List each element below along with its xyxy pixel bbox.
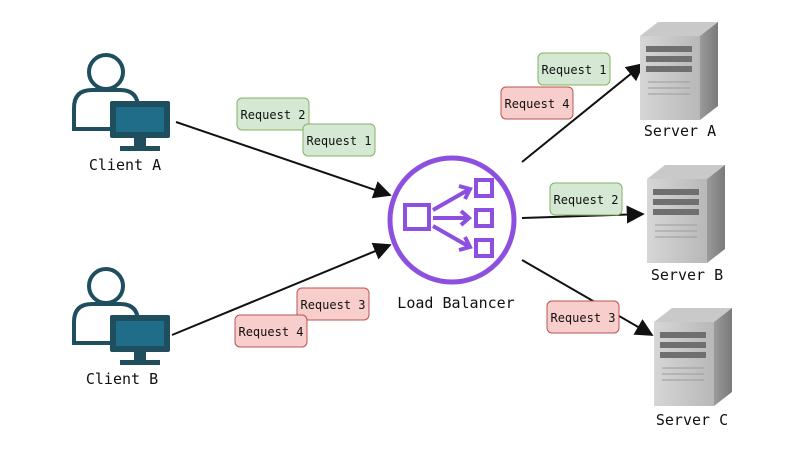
request-tag: Request 2 (549, 182, 623, 216)
request-tag-label: Request 4 (504, 97, 569, 111)
request-tag-label: Request 1 (306, 134, 371, 148)
request-tag: Request 2 (236, 97, 310, 131)
request-tag-label: Request 4 (238, 325, 303, 339)
server-b-label: Server B (651, 266, 723, 284)
request-tag: Request 1 (537, 52, 611, 86)
server-c-label: Server C (656, 411, 728, 429)
server-c (654, 308, 732, 406)
server-a (640, 22, 718, 120)
monitor-icon (110, 101, 170, 151)
arrow-client-a-to-balancer (175, 121, 392, 199)
request-tag-label: Request 1 (541, 63, 606, 77)
request-tag: Request 4 (500, 86, 574, 120)
user-icon (72, 267, 140, 345)
server-b (647, 165, 725, 263)
client-b (72, 267, 170, 365)
request-tag-label: Request 2 (553, 193, 618, 207)
server-a-label: Server A (644, 122, 716, 140)
request-tag: Request 4 (234, 314, 308, 348)
client-a-label: Client A (89, 156, 161, 174)
server-icon (647, 165, 725, 263)
client-b-label: Client B (86, 370, 158, 388)
request-tag-label: Request 3 (300, 298, 365, 312)
connection-arrows (171, 62, 654, 336)
request-tag: Request 1 (302, 123, 376, 157)
request-tag-label: Request 2 (240, 108, 305, 122)
client-a (72, 53, 170, 151)
arrow-balancer-to-server-a (521, 62, 645, 163)
server-icon (640, 22, 718, 120)
arrow-client-b-to-balancer (171, 242, 392, 336)
arrow-balancer-to-server-b (521, 205, 645, 224)
server-icon (654, 308, 732, 406)
load-balancer-icon (387, 155, 517, 285)
request-tag-label: Request 3 (550, 311, 615, 325)
arrow-balancer-to-server-c (521, 259, 654, 336)
request-tag: Request 3 (296, 287, 370, 321)
monitor-icon (110, 315, 170, 365)
request-tag: Request 3 (546, 300, 620, 334)
load-balancer-label: Load Balancer (397, 294, 514, 312)
